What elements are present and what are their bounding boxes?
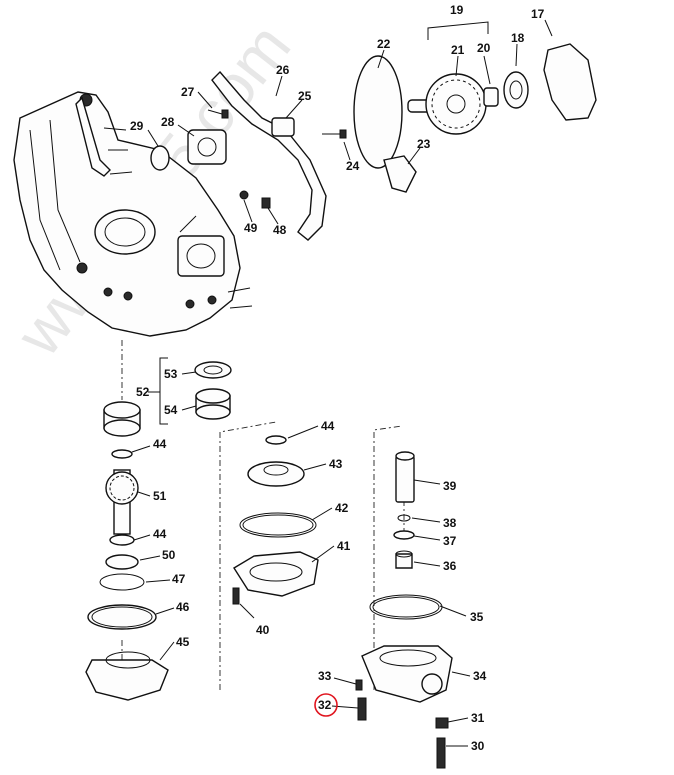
callout-44a: 44 xyxy=(153,437,167,451)
callout-28: 28 xyxy=(161,115,175,129)
callout-34: 34 xyxy=(473,669,487,683)
callout-48: 48 xyxy=(273,223,287,237)
nut-31 xyxy=(435,717,449,729)
callout-labels: 19 17 22 21 20 18 26 27 25 29 28 24 23 4… xyxy=(130,3,545,753)
collar-20 xyxy=(483,87,499,107)
bolt-32 xyxy=(357,697,367,721)
callout-29: 29 xyxy=(130,119,144,133)
gear-21 xyxy=(425,73,487,135)
clamp-25 xyxy=(271,117,295,137)
callout-23: 23 xyxy=(417,137,431,151)
callout-44c: 44 xyxy=(321,419,335,433)
callout-35: 35 xyxy=(470,610,484,624)
callout-54: 54 xyxy=(164,403,178,417)
washer-44c xyxy=(265,435,287,445)
callout-37: 37 xyxy=(443,534,457,548)
screw-40 xyxy=(232,587,240,605)
screw-33 xyxy=(355,679,363,691)
callout-45: 45 xyxy=(176,635,190,649)
callout-46: 46 xyxy=(176,600,190,614)
callout-50: 50 xyxy=(162,548,176,562)
brace-19 xyxy=(427,21,489,40)
washer-44b xyxy=(109,534,135,546)
highlight-circle-32 xyxy=(314,693,338,717)
callout-22: 22 xyxy=(377,37,391,51)
spring-36 xyxy=(395,553,413,569)
callout-44b: 44 xyxy=(153,527,167,541)
cover-45 xyxy=(85,659,169,701)
callout-19: 19 xyxy=(450,3,464,17)
cover-17 xyxy=(543,43,597,121)
callout-51: 51 xyxy=(153,489,167,503)
callout-41: 41 xyxy=(337,539,351,553)
bracket-28 xyxy=(187,129,227,165)
pin-39 xyxy=(395,455,415,503)
callout-36: 36 xyxy=(443,559,457,573)
callout-38: 38 xyxy=(443,516,457,530)
callout-30: 30 xyxy=(471,739,485,753)
housing-41 xyxy=(233,551,319,597)
callout-47: 47 xyxy=(172,572,186,586)
callout-53: 53 xyxy=(164,367,178,381)
callout-25: 25 xyxy=(298,89,312,103)
callout-49: 49 xyxy=(244,221,258,235)
callout-24: 24 xyxy=(346,159,360,173)
bearing-50 xyxy=(105,554,139,570)
callout-26: 26 xyxy=(276,63,290,77)
plate-22 xyxy=(353,55,403,169)
callout-18: 18 xyxy=(511,31,525,45)
callout-32: 32 xyxy=(318,698,332,712)
callout-31: 31 xyxy=(471,711,485,725)
washer-37 xyxy=(393,530,415,540)
engine-housing xyxy=(13,91,253,337)
bearing-18 xyxy=(503,71,529,109)
bracket-23 xyxy=(383,155,417,193)
callout-20: 20 xyxy=(477,41,491,55)
callout-43: 43 xyxy=(329,457,343,471)
callout-39: 39 xyxy=(443,479,457,493)
oring-35 xyxy=(369,594,443,620)
seal-46 xyxy=(87,604,157,630)
clip-38 xyxy=(397,514,411,522)
leader-lines xyxy=(131,19,553,747)
cover-34 xyxy=(361,645,453,703)
callout-33: 33 xyxy=(318,669,332,683)
callout-27: 27 xyxy=(181,85,195,99)
callout-21: 21 xyxy=(451,43,465,57)
washer-44a xyxy=(111,449,133,459)
callout-40: 40 xyxy=(256,623,270,637)
gear-plate-43 xyxy=(247,461,305,487)
callout-42: 42 xyxy=(335,501,349,515)
callout-52: 52 xyxy=(136,385,150,399)
oring-42 xyxy=(239,512,317,538)
bolt-30 xyxy=(436,737,446,769)
bushing-29 xyxy=(150,145,170,171)
bearing-53 xyxy=(194,361,232,379)
ring-47 xyxy=(99,573,145,591)
callout-17: 17 xyxy=(531,7,545,21)
gear-51 xyxy=(105,471,139,505)
